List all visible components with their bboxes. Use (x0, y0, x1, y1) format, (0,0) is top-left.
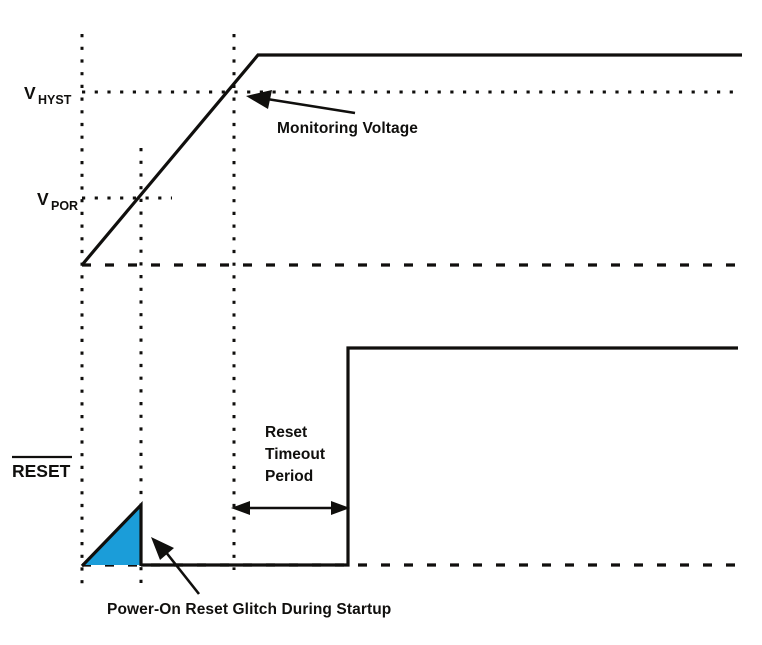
label-vpor-base: V (37, 189, 49, 209)
annotation-reset-timeout-line-3: Period (265, 468, 313, 485)
reset-timeout-arrow-left (231, 501, 250, 515)
annotation-reset-timeout-line-2: Timeout (265, 446, 325, 463)
waveform-monitoring-voltage (80, 53, 742, 267)
monitoring-voltage-leader-line (266, 97, 356, 115)
power-on-reset-glitch-outline (80, 501, 143, 568)
label-vhyst-sub: HYST (38, 93, 72, 107)
waveform-reset (141, 346, 738, 567)
label-reset: RESET (12, 461, 71, 481)
glitch-arrow-head (151, 537, 174, 560)
label-vpor-sub: POR (51, 199, 78, 213)
annotation-power-on-reset-glitch: Power-On Reset Glitch During Startup (107, 601, 391, 618)
monitoring-voltage-arrow-head (246, 90, 272, 109)
reset-timeout-arrow-right (331, 501, 350, 515)
annotation-monitoring-voltage: Monitoring Voltage (277, 120, 418, 137)
annotation-reset-timeout-line-1: Reset (265, 424, 307, 441)
label-vhyst-base: V (24, 83, 36, 103)
glitch-leader-line (163, 550, 201, 595)
